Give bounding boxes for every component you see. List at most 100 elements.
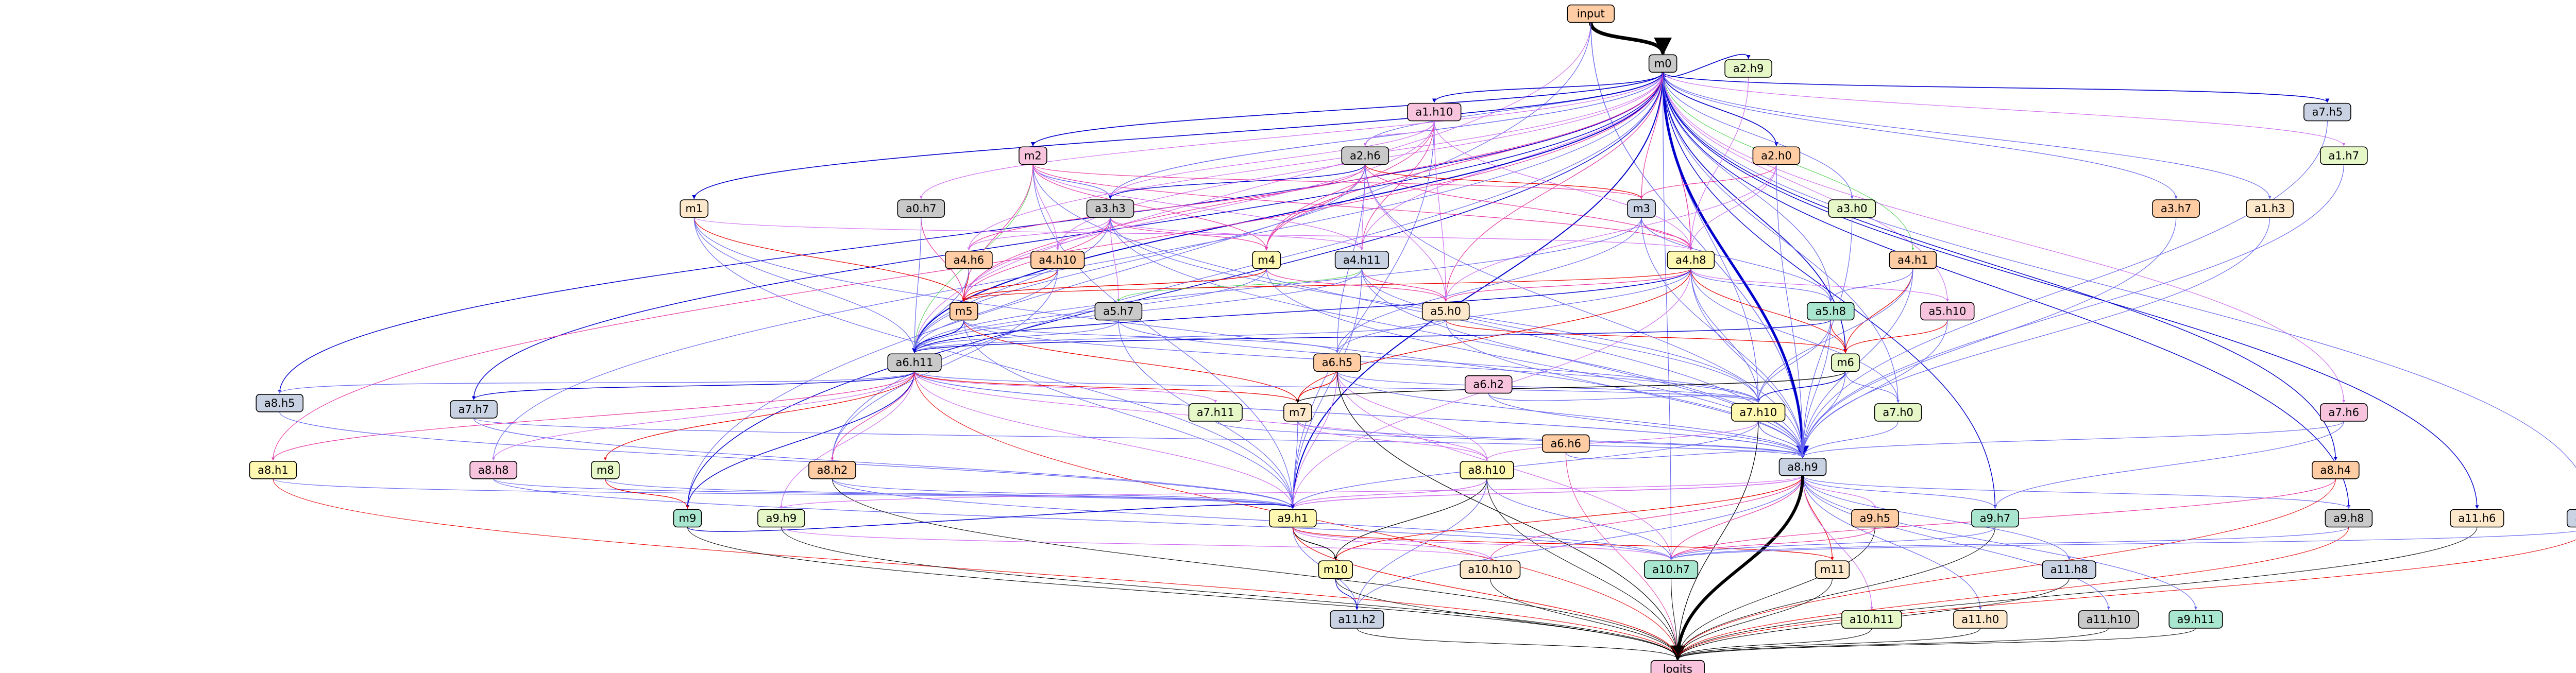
node-a10-h11[interactable]: a10.h11 bbox=[1841, 610, 1902, 629]
node-m7[interactable]: m7 bbox=[1283, 403, 1312, 422]
node-a9-h1[interactable]: a9.h1 bbox=[1269, 509, 1317, 528]
edge-a4.h8-to-a5.h8 bbox=[1690, 268, 1833, 302]
node-box bbox=[1407, 102, 1462, 122]
node-a2-h0[interactable]: a2.h0 bbox=[1752, 146, 1801, 165]
edge-a4.h11-to-a5.h7 bbox=[1117, 268, 1362, 302]
edge-a1.h7-to-a8.h9 bbox=[1801, 164, 2344, 458]
node-box bbox=[1313, 353, 1361, 372]
edge-a7.h10-to-a8.h9 bbox=[1758, 421, 1805, 458]
node-a0-h7[interactable]: a0.h7 bbox=[897, 199, 945, 218]
node-m10[interactable]: m10 bbox=[1318, 560, 1353, 579]
node-a9-h7[interactable]: a9.h7 bbox=[1971, 509, 2019, 528]
node-m2[interactable]: m2 bbox=[1019, 146, 1047, 165]
edge-a4.h8-to-a6.h5 bbox=[1335, 268, 1691, 353]
node-a1-h3[interactable]: a1.h3 bbox=[2246, 199, 2294, 218]
edge-m11-to-logits bbox=[1676, 578, 1833, 660]
node-m9[interactable]: m9 bbox=[673, 509, 702, 528]
node-a3-h7[interactable]: a3.h7 bbox=[2152, 199, 2200, 218]
node-m3[interactable]: m3 bbox=[1627, 199, 1656, 218]
edge-m0-to-a5.h0 bbox=[1444, 72, 1664, 302]
node-a5-h10[interactable]: a5.h10 bbox=[1920, 302, 1975, 321]
node-a11-h2[interactable]: a11.h2 bbox=[1330, 610, 1384, 629]
node-m5[interactable]: m5 bbox=[950, 302, 978, 321]
edge-a2.h6-to-m4 bbox=[1265, 164, 1366, 251]
node-a1-h10[interactable]: a1.h10 bbox=[1407, 102, 1462, 122]
node-a11-h0[interactable]: a11.h0 bbox=[1953, 610, 2008, 629]
node-a7-h11[interactable]: a7.h11 bbox=[1188, 403, 1243, 422]
node-a8-h4[interactable]: a8.h4 bbox=[2312, 460, 2360, 479]
node-a8-h1[interactable]: a8.h1 bbox=[249, 460, 297, 479]
node-a10-h10[interactable]: a10.h10 bbox=[1460, 560, 1521, 579]
node-a10-h7[interactable]: a10.h7 bbox=[1643, 560, 1699, 579]
node-a9-h5[interactable]: a9.h5 bbox=[1851, 509, 1899, 528]
node-label: m7 bbox=[1289, 406, 1307, 419]
node-m11[interactable]: m11 bbox=[1815, 560, 1850, 579]
node-a2-h6[interactable]: a2.h6 bbox=[1341, 146, 1389, 165]
edge-m3-to-a5.h8 bbox=[1641, 217, 1833, 302]
node-a8-h8[interactable]: a8.h8 bbox=[469, 460, 518, 479]
edge-a3.h3-to-a4.h6 bbox=[967, 217, 1111, 251]
node-a9-h11[interactable]: a9.h11 bbox=[2168, 610, 2223, 629]
node-m4[interactable]: m4 bbox=[1252, 250, 1281, 269]
node-a2-h9[interactable]: a2.h9 bbox=[1724, 59, 1772, 78]
edge-a4.h8-to-a5.h10 bbox=[1690, 268, 1949, 302]
node-a7-h10[interactable]: a7.h10 bbox=[1731, 403, 1786, 422]
node-m0[interactable]: m0 bbox=[1648, 54, 1677, 73]
edge-a8.h10-to-logits bbox=[1486, 478, 1679, 660]
node-a4-h8[interactable]: a4.h8 bbox=[1667, 250, 1715, 269]
edge-m2-to-a3.h3 bbox=[1032, 164, 1112, 199]
node-a3-h0[interactable]: a3.h0 bbox=[1828, 199, 1876, 218]
node-label: a1.h3 bbox=[2255, 202, 2285, 215]
edge-a6.h11-to-m8 bbox=[603, 371, 915, 461]
node-logits[interactable]: logits bbox=[1650, 660, 1705, 673]
node-a8-h2[interactable]: a8.h2 bbox=[808, 460, 856, 479]
edge-a7.h10-to-a9.h1 bbox=[1291, 421, 1759, 509]
edge-m5-to-a9.h1 bbox=[963, 320, 1295, 509]
node-box bbox=[1330, 610, 1384, 629]
node-a5-h8[interactable]: a5.h8 bbox=[1806, 302, 1855, 321]
node-a7-h0[interactable]: a7.h0 bbox=[1874, 403, 1922, 422]
edge-m0-to-m9 bbox=[685, 72, 1664, 509]
node-a3-h3[interactable]: a3.h3 bbox=[1086, 199, 1134, 218]
node-a8-h10[interactable]: a8.h10 bbox=[1460, 460, 1514, 479]
node-a8-h5[interactable]: a8.h5 bbox=[256, 394, 304, 412]
node-label: a2.h9 bbox=[1733, 62, 1764, 75]
node-a9-h9[interactable]: a9.h9 bbox=[757, 509, 805, 528]
edge-a7.h6-to-a9.h7 bbox=[1993, 421, 2344, 509]
node-a1-h7[interactable]: a1.h7 bbox=[2320, 146, 2368, 165]
edge-a8.h9-to-a11.h2 bbox=[1355, 475, 1803, 610]
edge-a9.h8-to-a10.h7 bbox=[1669, 527, 2349, 560]
node-a11-h6[interactable]: a11.h6 bbox=[2450, 509, 2504, 528]
node-a11-h8[interactable]: a11.h8 bbox=[2042, 560, 2096, 579]
node-a6-h5[interactable]: a6.h5 bbox=[1313, 353, 1361, 372]
node-m1[interactable]: m1 bbox=[680, 199, 709, 218]
node-a5-h7[interactable]: a5.h7 bbox=[1094, 302, 1143, 321]
node-a9-h4[interactable]: a9.h4 bbox=[2566, 509, 2576, 528]
node-box bbox=[673, 509, 702, 528]
node-a7-h6[interactable]: a7.h6 bbox=[2320, 403, 2368, 422]
node-m6[interactable]: m6 bbox=[1831, 353, 1860, 372]
node-a8-h9[interactable]: a8.h9 bbox=[1778, 457, 1827, 476]
edge-m1-to-a6.h11 bbox=[693, 217, 917, 353]
node-a4-h1[interactable]: a4.h1 bbox=[1889, 250, 1937, 269]
node-a6-h6[interactable]: a6.h6 bbox=[1541, 434, 1590, 453]
node-box bbox=[1643, 560, 1699, 579]
node-box bbox=[808, 460, 856, 479]
node-box bbox=[1464, 375, 1513, 394]
node-a7-h7[interactable]: a7.h7 bbox=[450, 400, 498, 419]
edge-a6.h11-to-m9 bbox=[685, 371, 915, 509]
node-a6-h2[interactable]: a6.h2 bbox=[1464, 375, 1513, 394]
edge-a3.h7-to-a8.h9 bbox=[1801, 217, 2177, 458]
node-a6-h11[interactable]: a6.h11 bbox=[887, 353, 942, 372]
node-a11-h10[interactable]: a11.h10 bbox=[2078, 610, 2139, 629]
node-a4-h10[interactable]: a4.h10 bbox=[1030, 250, 1085, 269]
node-a9-h8[interactable]: a9.h8 bbox=[2325, 509, 2373, 528]
node-a4-h11[interactable]: a4.h11 bbox=[1334, 250, 1389, 269]
node-a5-h0[interactable]: a5.h0 bbox=[1421, 302, 1470, 321]
node-a4-h6[interactable]: a4.h6 bbox=[945, 250, 993, 269]
node-m8[interactable]: m8 bbox=[591, 460, 620, 479]
edge-a9.h4-to-a10.h7 bbox=[1669, 530, 2576, 560]
edge-a5.h7-to-a6.h11 bbox=[913, 320, 1119, 353]
node-input[interactable]: input bbox=[1567, 4, 1615, 23]
node-a7-h5[interactable]: a7.h5 bbox=[2303, 102, 2351, 122]
